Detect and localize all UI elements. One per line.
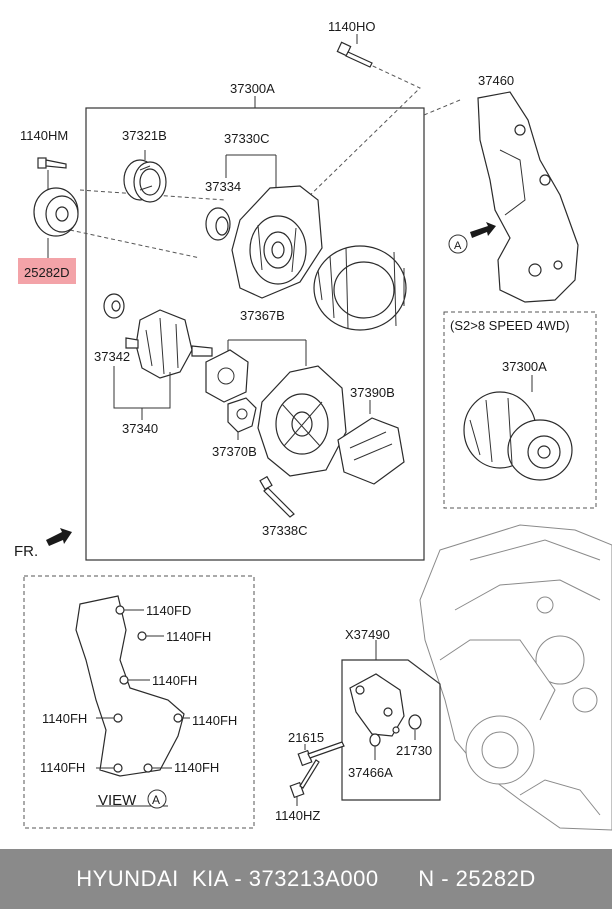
bolt-1140hm xyxy=(37,157,67,169)
label-tensioner: 25282D xyxy=(24,265,70,280)
variant-box xyxy=(443,311,597,509)
label-regulator: 37390B xyxy=(350,385,395,400)
bolt-1140ho xyxy=(336,34,373,68)
label-mount-assy: X37490 xyxy=(345,627,390,642)
rectifier-37367b xyxy=(205,349,249,403)
label-bolt-fh-3: 1140FH xyxy=(42,711,87,726)
through-bolt-37338c xyxy=(259,475,295,518)
rear-housing xyxy=(257,365,347,477)
label-brush: 37370B xyxy=(212,444,257,459)
label-bolt-fh-2: 1140FH xyxy=(152,673,197,688)
front-direction-arrow xyxy=(46,528,72,546)
bolt-37466a xyxy=(369,733,381,760)
bracket-view-a xyxy=(75,595,190,777)
bearing-37334 xyxy=(205,207,231,241)
label-variant-note: (S2>8 SPEED 4WD) xyxy=(450,318,570,333)
label-view-circle: A xyxy=(152,793,160,807)
engine-block-outline xyxy=(419,524,612,831)
label-rotor: 37340 xyxy=(122,421,158,436)
label-bolt-fh-6: 1140FH xyxy=(174,760,219,775)
label-bolt-fh-1: 1140FH xyxy=(166,629,211,644)
bearing-37342 xyxy=(103,293,125,319)
label-bolt-21615: 21615 xyxy=(288,730,324,745)
bolt-1140hz xyxy=(289,759,320,806)
label-bearing-front: 37334 xyxy=(205,179,241,194)
label-front-arrow: FR. xyxy=(14,543,38,560)
regulator-37390b xyxy=(337,400,405,485)
view-circle-shape xyxy=(147,789,167,809)
front-cover-37330c xyxy=(231,185,323,299)
view-a-box xyxy=(23,575,255,829)
mount-assembly-box xyxy=(341,659,441,801)
label-bolt-top: 1140HO xyxy=(328,19,375,34)
brush-holder-37370b xyxy=(227,397,257,440)
nut-21730 xyxy=(408,714,422,740)
label-view: VIEW xyxy=(98,792,137,809)
label-bracket: 37460 xyxy=(478,73,514,88)
label-front-cover: 37330C xyxy=(224,131,270,146)
label-bolt-fd: 1140FD xyxy=(146,603,191,618)
label-bolt-37466a: 37466A xyxy=(348,765,393,780)
label-variant-part: 37300A xyxy=(502,359,547,374)
mount-x37490 xyxy=(349,673,405,737)
stator-core xyxy=(313,245,407,331)
label-through-bolt: 37338C xyxy=(262,523,308,538)
label-alternator-assembly: 37300A xyxy=(230,81,275,96)
label-bolt-fh-5: 1140FH xyxy=(40,760,85,775)
part-number-footer: HYUNDAI KIA - 373213A000 N - 25282D xyxy=(0,849,612,909)
alternator-variant xyxy=(463,375,573,481)
part-highlight xyxy=(18,258,76,284)
footer-text: HYUNDAI KIA - 373213A000 N - 25282D xyxy=(76,866,536,891)
label-bolt-left: 1140HM xyxy=(20,128,68,143)
bracket-37460 xyxy=(477,91,579,303)
diagram-canvas: 1140HO 37300A 37460 1140HM 37321B 37330C… xyxy=(14,19,612,831)
label-bearing-rear: 37342 xyxy=(94,349,130,364)
label-bolt-fh-4: 1140FH xyxy=(192,713,237,728)
label-nut-21730: 21730 xyxy=(396,743,432,758)
label-view-ref: A xyxy=(454,240,462,252)
view-a-arrow xyxy=(448,222,496,254)
tensioner-pulley-25282d xyxy=(33,187,79,237)
label-pulley: 37321B xyxy=(122,128,167,143)
label-rectifier: 37367B xyxy=(240,308,285,323)
bolt-21615 xyxy=(297,741,345,767)
label-bolt-hz: 1140HZ xyxy=(275,808,320,823)
rotor-37340 xyxy=(125,309,213,379)
pulley-37321b xyxy=(123,150,167,203)
